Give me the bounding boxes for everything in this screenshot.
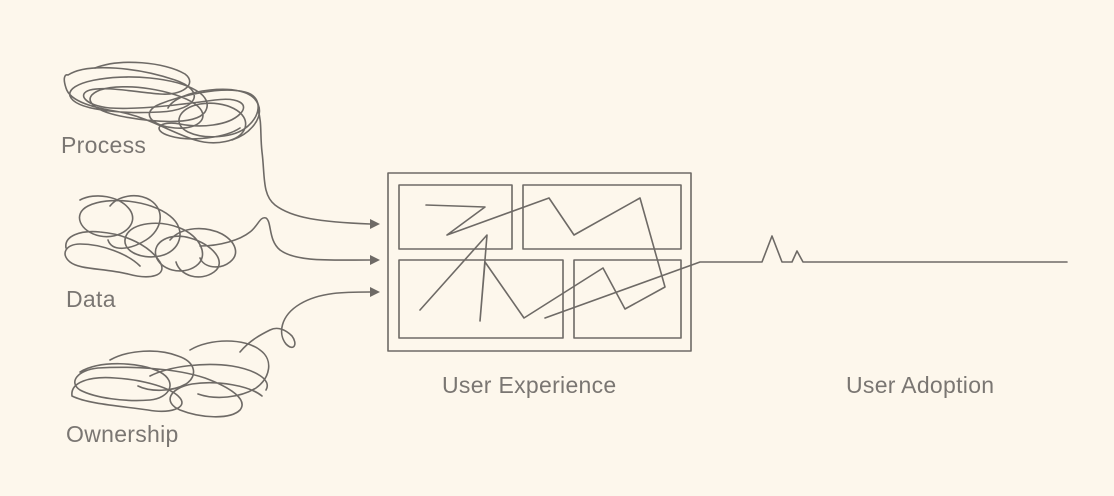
arrowhead-icons — [370, 219, 380, 297]
ownership-scribble-icon — [71, 291, 371, 418]
ownership-label: Ownership — [66, 421, 179, 447]
process-scribble-icon — [63, 61, 371, 225]
arrowhead-process-icon — [370, 219, 380, 229]
arrowhead-ownership-icon — [370, 287, 380, 297]
data-label: Data — [66, 286, 116, 312]
arrowhead-data-icon — [370, 255, 380, 265]
user-experience-panel-icon — [387, 172, 692, 352]
process-label: Process — [61, 132, 147, 158]
user-experience-label: User Experience — [442, 372, 617, 398]
data-scribble-icon — [64, 194, 371, 278]
user-adoption-label: User Adoption — [846, 372, 995, 398]
user-adoption-line-icon — [544, 235, 1068, 319]
